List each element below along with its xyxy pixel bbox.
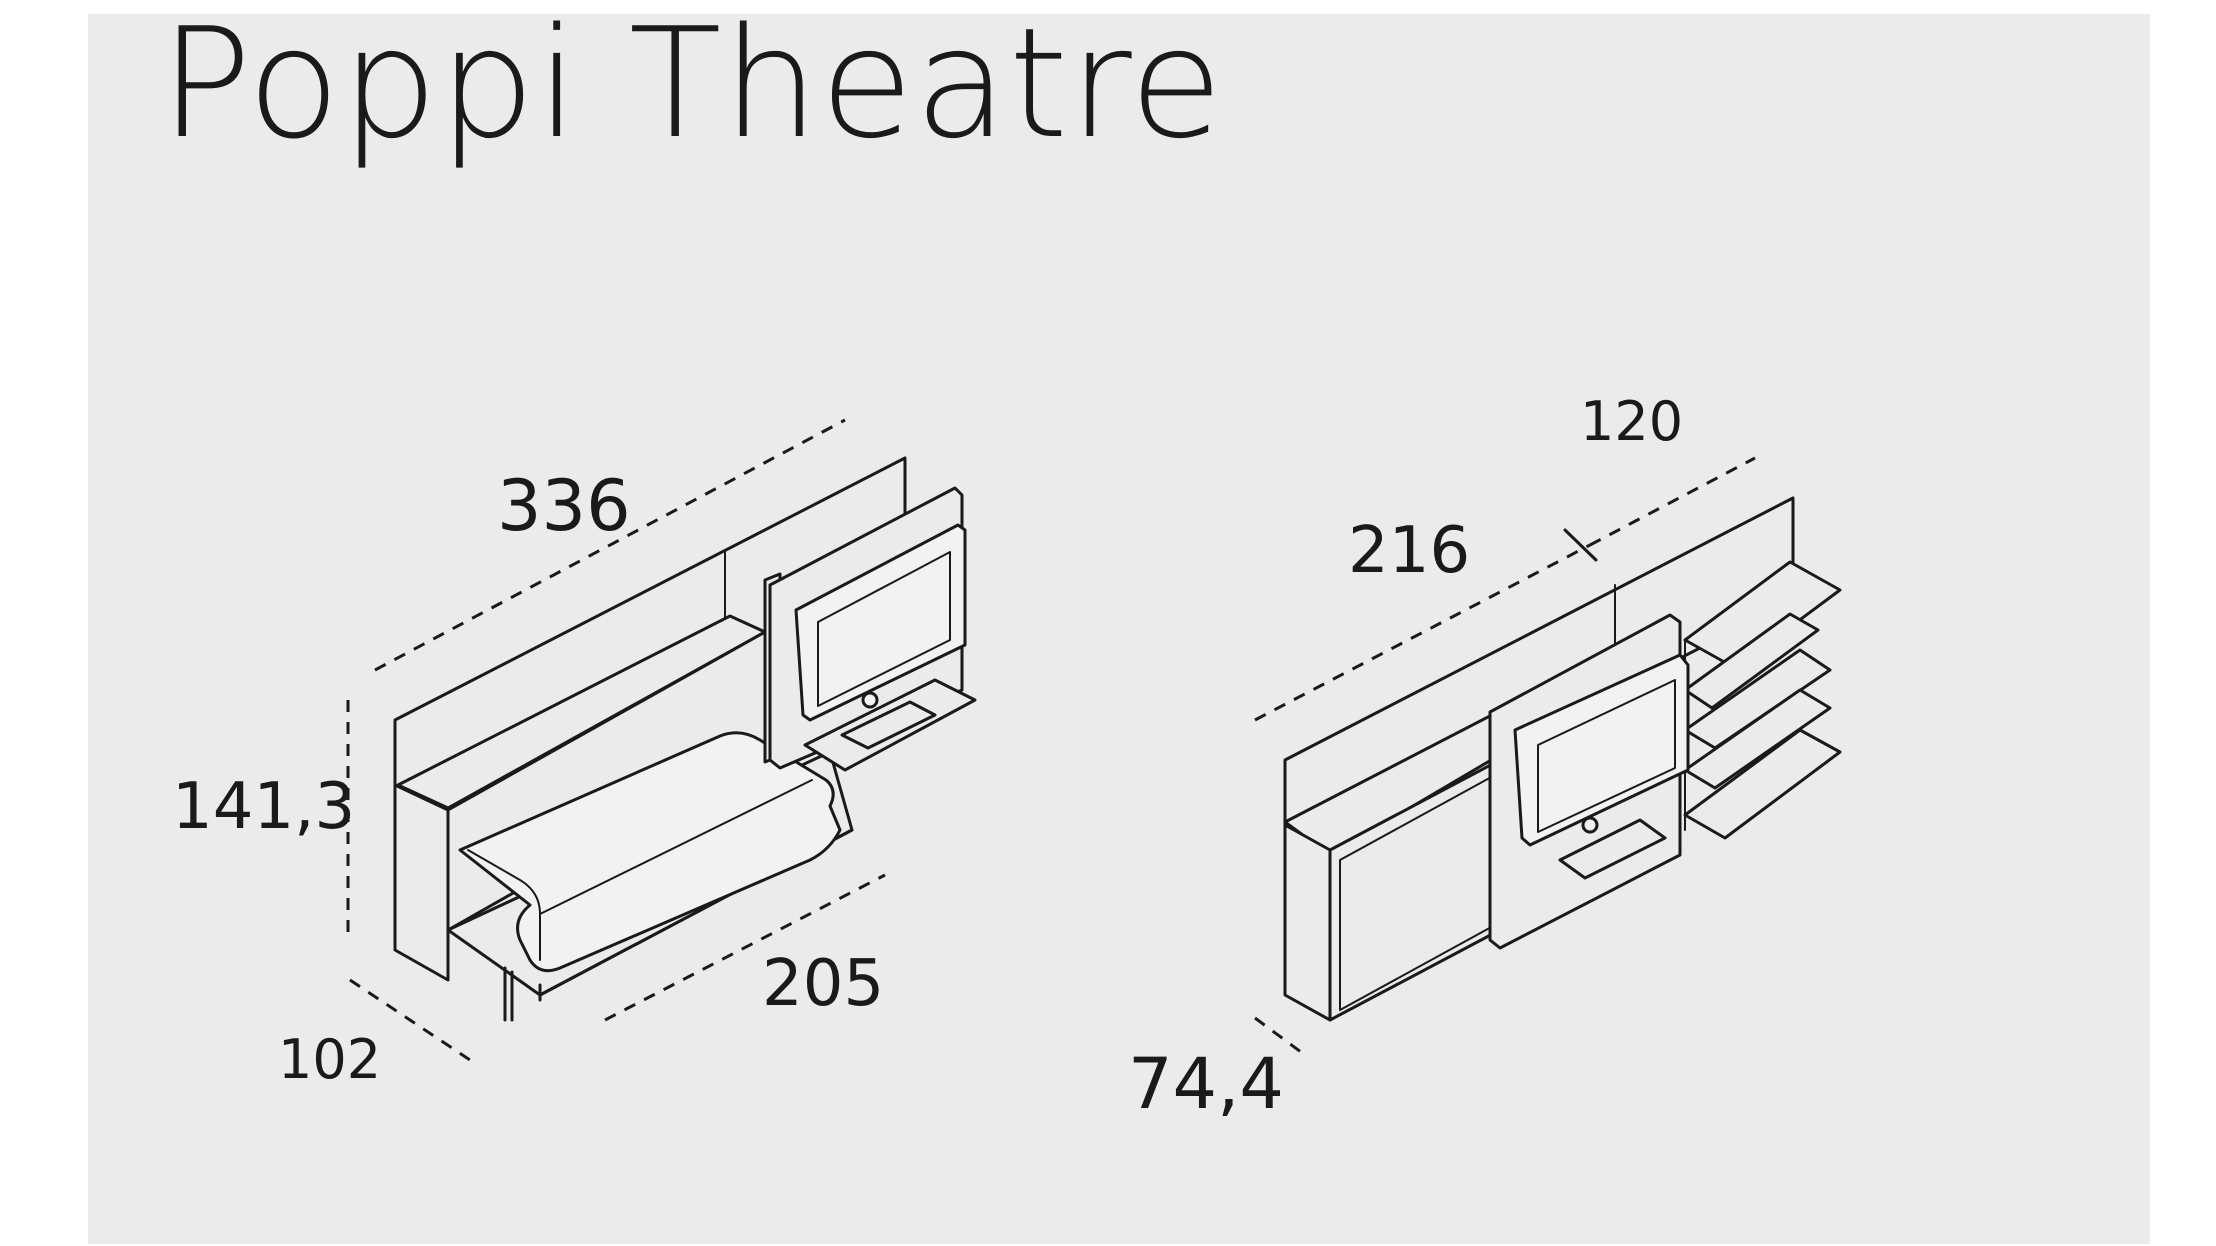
right-shelf-width-label: 120 xyxy=(1580,390,1683,453)
shelf-4 xyxy=(1683,688,1832,790)
left-depth-closed-label: 102 xyxy=(278,1028,381,1091)
left-width-label: 336 xyxy=(497,465,631,547)
left-unit-drawing xyxy=(393,456,977,1022)
cabinet-side xyxy=(393,783,450,982)
right-depth-dimension-line xyxy=(1254,1016,1306,1057)
left-depth-open-label: 205 xyxy=(762,947,884,1021)
right-depth-label: 74,4 xyxy=(1128,1043,1284,1125)
tv-screen-right xyxy=(1513,653,1690,847)
right-unit-drawing xyxy=(1283,496,1842,1022)
depth-open-dimension-line xyxy=(604,873,886,1022)
page-title: Poppi Theatre xyxy=(160,0,1224,172)
left-height-label: 141,3 xyxy=(172,770,355,844)
depth-closed-dimension-line xyxy=(349,978,471,1062)
tv-knob-right xyxy=(1581,816,1599,834)
right-width-dimension-line xyxy=(1254,543,1591,722)
shelf-2 xyxy=(1683,612,1820,710)
mattress xyxy=(458,731,842,973)
right-width-label: 216 xyxy=(1348,514,1470,588)
tv-knob xyxy=(861,691,879,709)
shelf-3 xyxy=(1683,648,1832,750)
dimension-tick xyxy=(1563,528,1598,562)
shelf-1 xyxy=(1683,560,1842,670)
right-shelf-dimension-line xyxy=(1589,456,1756,547)
width-dimension-line xyxy=(374,418,846,672)
tv-shelf-right xyxy=(1558,818,1667,880)
tv-screen xyxy=(794,523,967,722)
shelf-5 xyxy=(1683,728,1842,840)
